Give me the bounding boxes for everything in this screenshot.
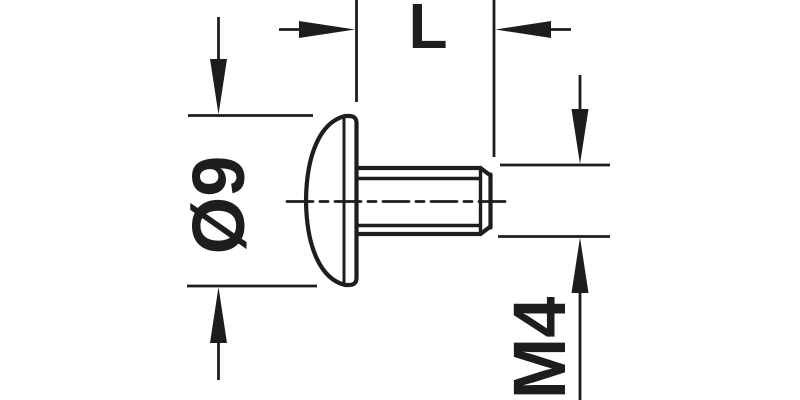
dimension-thread [498, 75, 610, 400]
headdia-arrow-top [210, 59, 227, 115]
thread-arrow-top [571, 109, 589, 164]
head-diameter-dimension-label: Ø9 [177, 155, 260, 255]
length-dimension-label: L [408, 0, 448, 62]
length-arrow-right [495, 21, 551, 38]
dimension-length [279, 0, 571, 157]
dimension-head-diameter [187, 17, 317, 380]
screw-outline [285, 113, 514, 288]
thread-shaft [354, 165, 483, 237]
thread-arrow-bottom [571, 237, 589, 293]
headdia-arrow-bottom [210, 287, 227, 343]
length-arrow-left [299, 21, 355, 38]
thread-dimension-label: M4 [498, 296, 581, 400]
